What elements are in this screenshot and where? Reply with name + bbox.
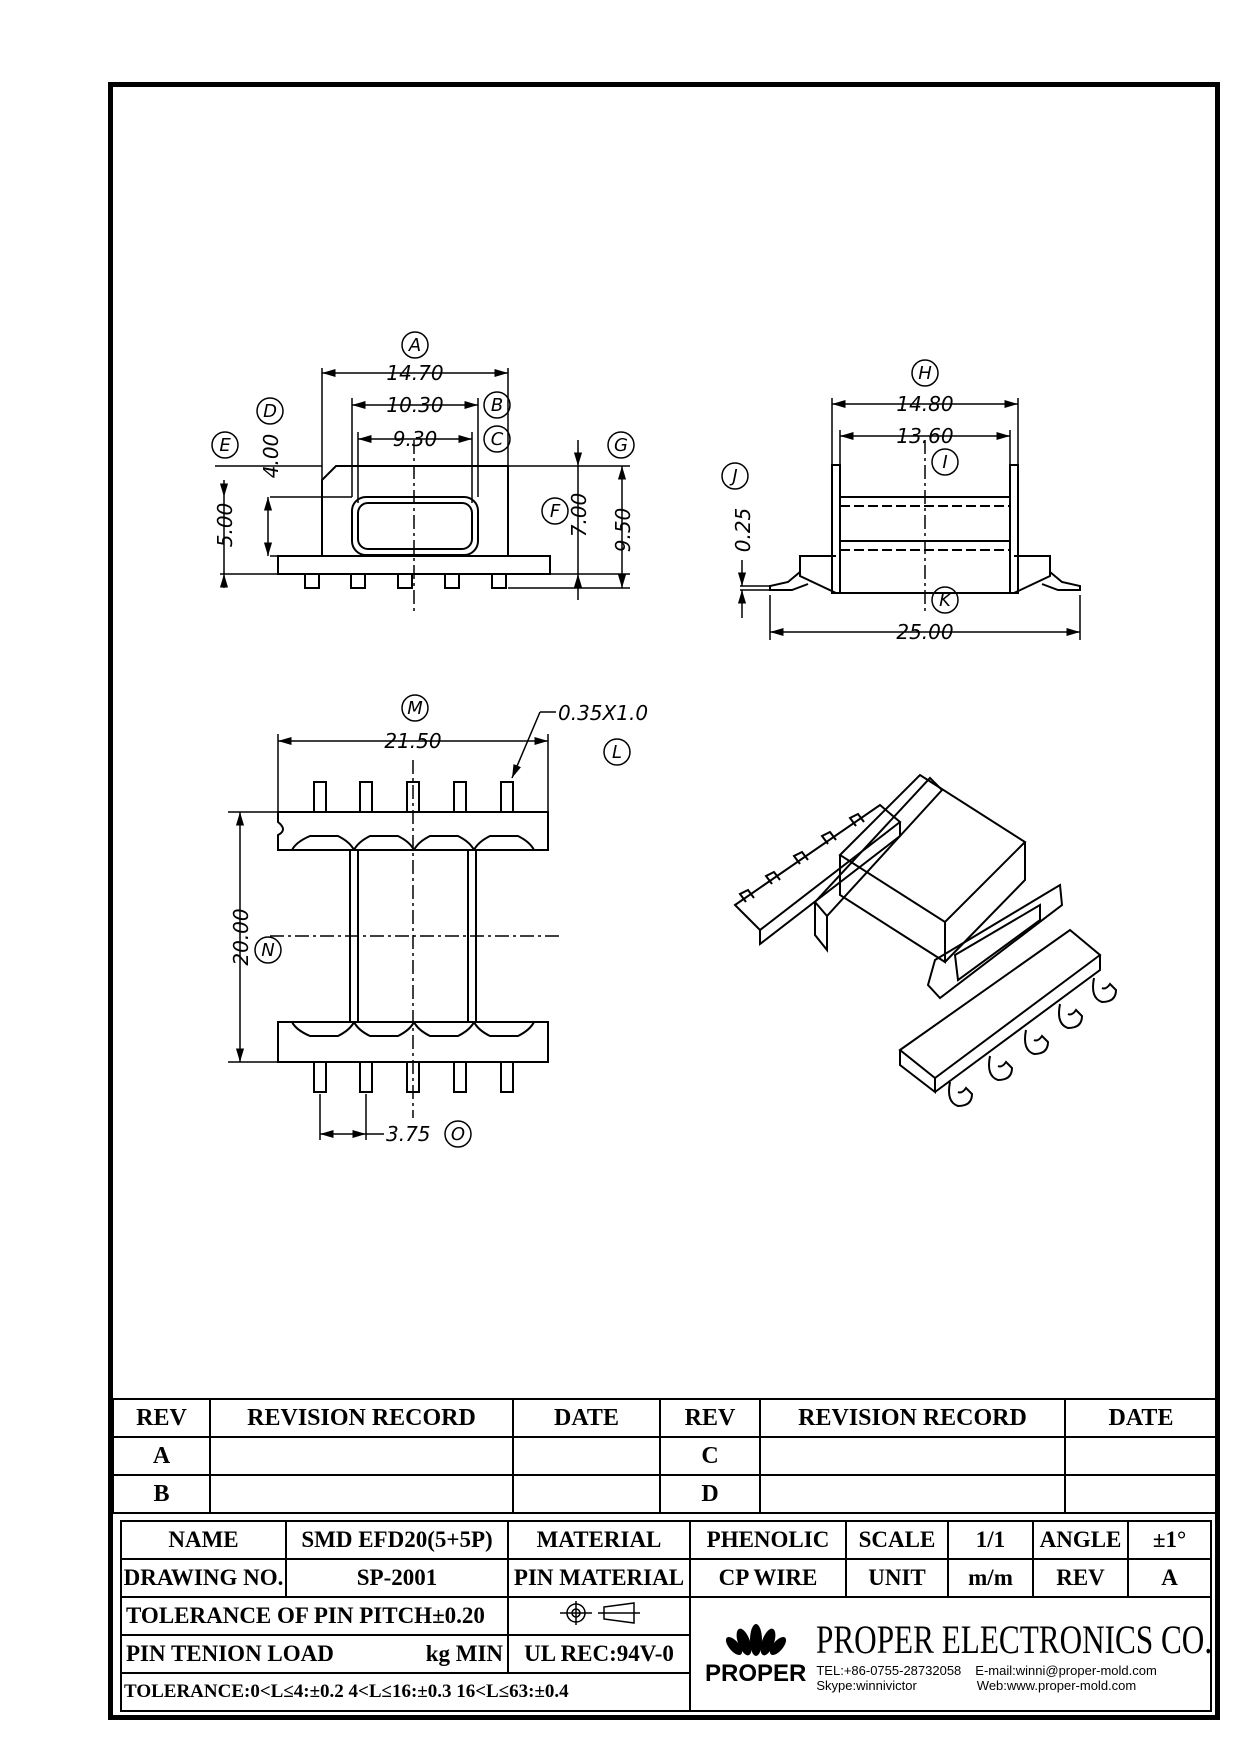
company-web: Web:www.proper-mold.com: [976, 1677, 1137, 1693]
tag-g: G: [614, 435, 628, 456]
company-email: E-mail:winni@proper-mold.com: [975, 1662, 1157, 1678]
revision-header-row: REV REVISION RECORD DATE REV REVISION RE…: [112, 1398, 1218, 1438]
dim-j-text: 0.25: [731, 508, 755, 553]
tag-h: H: [918, 363, 932, 384]
pin-material-value: CP WIRE: [689, 1558, 847, 1598]
dim-g-text: 9.50: [611, 508, 635, 553]
date-cell: [1064, 1436, 1218, 1476]
material-value: PHENOLIC: [689, 1520, 847, 1560]
tag-i: I: [942, 452, 947, 473]
company-name: PROPER ELECTRONICS CO.,LTD: [816, 1616, 1211, 1662]
ul-rec: UL REC:94V-0: [507, 1634, 691, 1674]
angle-value: ±1°: [1127, 1520, 1212, 1560]
pin-tension-unit: kg MIN: [425, 1641, 503, 1666]
revision-table: REV REVISION RECORD DATE REV REVISION RE…: [112, 1398, 1218, 1514]
name-value: SMD EFD20(5+5P): [285, 1520, 509, 1560]
table-row: A C: [112, 1436, 1218, 1476]
side-view: [769, 440, 1081, 612]
pin-tension-cell: PIN TENION LOAD kg MIN: [120, 1634, 509, 1674]
table-row: B D: [112, 1474, 1218, 1514]
rev-header: REV: [112, 1398, 211, 1438]
dim-o-text: 3.75: [386, 1122, 431, 1146]
dim-e-text: 5.00: [213, 503, 237, 548]
dim-m-text: 21.50: [384, 729, 441, 753]
tag-e: E: [219, 435, 231, 456]
dim-i-text: 13.60: [896, 424, 953, 448]
title-block: NAME SMD EFD20(5+5P) MATERIAL PHENOLIC S…: [120, 1520, 1212, 1712]
drawing-no-value: SP-2001: [285, 1558, 509, 1598]
top-view: [270, 760, 560, 1118]
rev-header: REV: [659, 1398, 761, 1438]
company-tel: TEL:+86-0755-28732058: [816, 1662, 962, 1678]
tag-o: O: [451, 1124, 465, 1145]
drawing-no-label: DRAWING NO.: [120, 1558, 287, 1598]
record-cell: [209, 1474, 514, 1514]
dim-c-text: 9.30: [393, 427, 438, 451]
brand-name: PROPER: [705, 1660, 807, 1687]
tag-k: K: [939, 590, 952, 611]
unit-label: UNIT: [845, 1558, 949, 1598]
isometric-view: [733, 773, 1118, 1108]
tolerance-pin-pitch: TOLERANCE OF PIN PITCH±0.20: [120, 1596, 509, 1636]
tag-m: M: [407, 698, 423, 719]
record-cell: [759, 1436, 1066, 1476]
name-label: NAME: [120, 1520, 287, 1560]
rev-cell: A: [112, 1436, 211, 1476]
tag-c: C: [491, 429, 504, 450]
company-cell: PROPER PROPER ELECTRONICS CO.,LTD TEL:+8…: [689, 1596, 1212, 1712]
revision-record-header: REVISION RECORD: [209, 1398, 514, 1438]
dim-l-text: 0.35X1.0: [558, 701, 648, 725]
rev-cell: D: [659, 1474, 761, 1514]
date-cell: [1064, 1474, 1218, 1514]
tag-d: D: [263, 401, 277, 422]
rev-label: REV: [1032, 1558, 1129, 1598]
scale-label: SCALE: [845, 1520, 949, 1560]
scale-value: 1/1: [947, 1520, 1034, 1560]
record-cell: [759, 1474, 1066, 1514]
date-cell: [512, 1436, 661, 1476]
date-header: DATE: [512, 1398, 661, 1438]
company-skype: Skype:winnivictor: [816, 1677, 917, 1693]
date-header: DATE: [1064, 1398, 1218, 1438]
tolerance-general: TOLERANCE:0<L≤4:±0.2 4<L≤16:±0.3 16<L≤63…: [120, 1672, 691, 1712]
tag-f: F: [550, 501, 561, 522]
rev-cell: B: [112, 1474, 211, 1514]
date-cell: [512, 1474, 661, 1514]
dim-h-text: 14.80: [896, 392, 953, 416]
dim-b-text: 10.30: [386, 393, 443, 417]
tag-n: N: [261, 940, 274, 961]
dim-k-text: 25.00: [896, 620, 953, 644]
dim-f-text: 7.00: [567, 493, 591, 538]
lotus-logo-icon: [725, 1624, 786, 1656]
pin-material-label: PIN MATERIAL: [507, 1558, 691, 1598]
dim-n-text: 20.00: [229, 908, 253, 965]
material-label: MATERIAL: [507, 1520, 691, 1560]
revision-record-header: REVISION RECORD: [759, 1398, 1066, 1438]
unit-value: m/m: [947, 1558, 1034, 1598]
angle-label: ANGLE: [1032, 1520, 1129, 1560]
dim-a-text: 14.70: [386, 361, 443, 385]
rev-cell: C: [659, 1436, 761, 1476]
drawing-frame: [108, 82, 1220, 1720]
tag-j: J: [729, 466, 737, 487]
tag-a: A: [408, 335, 421, 356]
record-cell: [209, 1436, 514, 1476]
tag-b: B: [491, 395, 503, 416]
dim-d-text: 4.00: [259, 434, 283, 479]
projection-symbol-icon: [507, 1596, 691, 1636]
tag-l: L: [612, 742, 622, 763]
pin-tension-label: PIN TENION LOAD: [126, 1641, 334, 1666]
rev-value: A: [1127, 1558, 1212, 1598]
technical-drawing: 14.70 10.30 9.30 4.00 5.00 7.00 9.50 14.…: [211, 331, 1118, 1148]
